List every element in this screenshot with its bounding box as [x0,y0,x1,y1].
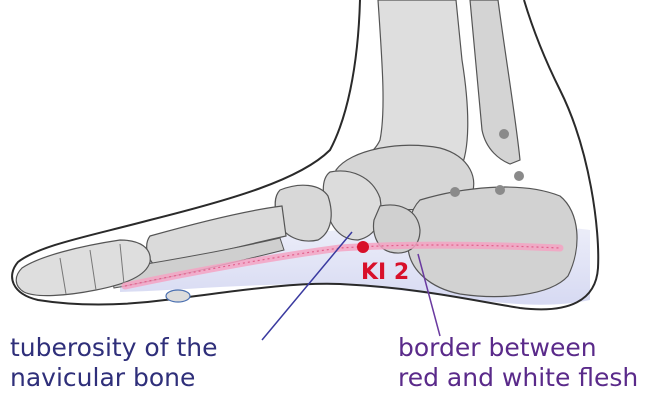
reference-dot [450,187,460,197]
navicular-label-line-1: tuberosity of the [10,333,218,363]
sesamoid-bone [166,290,190,302]
navicular-label: tuberosity of the navicular bone [10,333,218,393]
border-label-line-2: red and white flesh [398,363,638,393]
reference-dot [499,129,509,139]
fibula-bone [470,0,520,164]
navicular-label-line-2: navicular bone [10,363,218,393]
reference-dot [514,171,524,181]
border-label: border between red and white flesh [398,333,638,393]
reference-dot [495,185,505,195]
border-label-line-1: border between [398,333,638,363]
tibia-bone [336,0,468,170]
ki2-point [357,241,369,253]
ki2-label: KI 2 [361,260,409,285]
